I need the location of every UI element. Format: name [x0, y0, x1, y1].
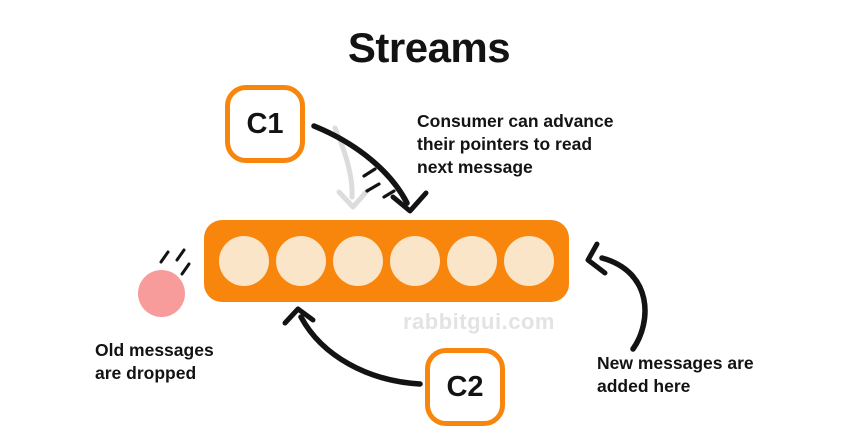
c1-old-pointer-arrow — [332, 125, 370, 210]
message-circle — [390, 236, 440, 286]
stream-bar — [204, 220, 569, 302]
watermark: rabbitgui.com — [403, 309, 555, 334]
message-circle — [504, 236, 554, 286]
message-circle — [219, 236, 269, 286]
message-circle — [276, 236, 326, 286]
pointer-motion-dashes — [362, 167, 396, 199]
consumer-c2-label: C2 — [446, 370, 484, 403]
new-messages-note: New messages are added here — [597, 353, 754, 396]
message-circle — [447, 236, 497, 286]
new-message-arrow — [585, 241, 648, 352]
old-messages-note: Old messages are dropped — [95, 340, 214, 383]
c2-pointer-arrow — [282, 306, 423, 387]
consumer-c1-label: C1 — [246, 107, 284, 140]
message-circle — [333, 236, 383, 286]
consumer-c1-box: C1 — [225, 85, 305, 163]
diagram-title: Streams — [347, 24, 511, 71]
consumer-note: Consumer can advance their pointers to r… — [417, 111, 614, 177]
consumer-c2-box: C2 — [425, 348, 505, 426]
c1-pointer-arrow — [311, 123, 429, 214]
dropped-message-circle — [138, 270, 185, 317]
